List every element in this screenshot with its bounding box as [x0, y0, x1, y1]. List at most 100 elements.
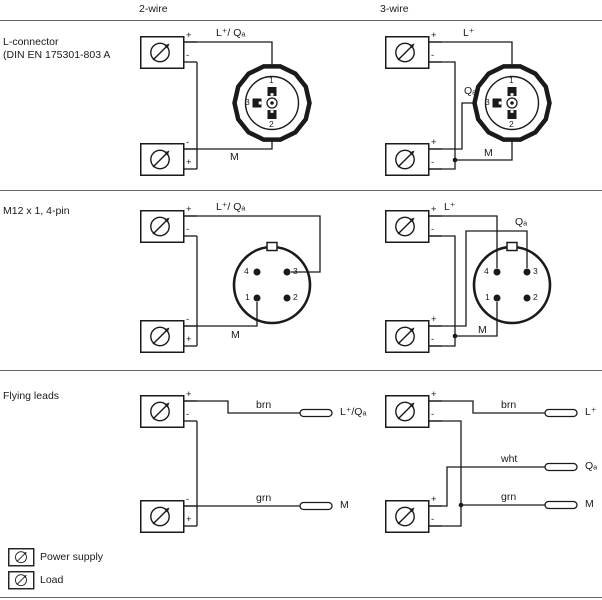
polarity-minus: - — [431, 409, 435, 420]
polarity-plus: + — [186, 389, 192, 400]
lead-terminal — [544, 408, 578, 418]
wire-qa — [429, 230, 528, 327]
din-pin-3-label: 3 — [485, 97, 490, 107]
polarity-minus: - — [431, 157, 435, 168]
junction-dot — [452, 157, 458, 163]
wire-brn — [184, 400, 300, 414]
wire-m — [455, 139, 513, 161]
junction-dot — [452, 333, 458, 339]
polarity-plus: + — [431, 204, 437, 215]
legend-power-supply-label: Power supply — [40, 551, 104, 563]
wire-label-l-plus: L⁺ — [444, 201, 456, 213]
legend-load-symbol — [8, 571, 35, 590]
polarity-minus: - — [431, 514, 435, 525]
din-pin-1-label: 1 — [269, 75, 274, 85]
wire-qa — [429, 102, 474, 150]
m12-pin-4-label: 4 — [484, 266, 489, 276]
din-pin-3-label: 3 — [245, 97, 250, 107]
wire-label-l-plus-qa: L⁺/ Qₐ — [216, 27, 246, 39]
wire-color-label-grn: grn — [501, 491, 517, 503]
polarity-plus: + — [186, 334, 192, 345]
lead-terminal — [544, 462, 578, 472]
din-pin-2-label: 2 — [269, 119, 274, 129]
lead-label-m: M — [585, 498, 594, 510]
section-dividers — [0, 20, 602, 598]
wire-label-l-plus: L⁺ — [463, 27, 475, 39]
polarity-minus: - — [186, 137, 190, 148]
din-pin-2-label: 2 — [509, 119, 514, 129]
polarity-plus: + — [186, 157, 192, 168]
wire-label-m: M — [484, 147, 493, 159]
m12-pin-2-label: 2 — [293, 292, 298, 302]
wire-color-label-brn: brn — [256, 399, 272, 411]
lead-terminal — [299, 501, 333, 511]
wire-m — [184, 302, 258, 327]
wire-color-label-grn: grn — [256, 492, 272, 504]
polarity-minus: - — [186, 409, 190, 420]
lead-label-qa: Qₐ — [585, 460, 598, 472]
wire-brn — [429, 400, 545, 414]
polarity-minus: - — [186, 50, 190, 61]
m12-connector — [232, 241, 312, 325]
wire-return — [429, 420, 462, 527]
wire-l-plus-qa — [184, 215, 321, 273]
m12-pin-1-label: 1 — [245, 292, 250, 302]
m12-connector — [472, 241, 552, 325]
wire-m — [455, 302, 498, 337]
header-3-wire: 3-wire — [380, 3, 409, 15]
lead-label-m: M — [340, 499, 349, 511]
diagram-m12-2-wire — [141, 211, 321, 353]
row-label-flying-leads: Flying leads — [3, 390, 60, 402]
wire-label-m: M — [231, 329, 240, 341]
polarity-minus: - — [186, 314, 190, 325]
wire-wht — [429, 466, 545, 507]
polarity-plus: + — [186, 30, 192, 41]
diagram-flying-leads-3-wire — [386, 396, 578, 533]
m12-pin-2-label: 2 — [533, 292, 538, 302]
wire-label-qa: Qₐ — [464, 85, 477, 97]
wire-label-m: M — [478, 324, 487, 336]
polarity-plus: + — [186, 514, 192, 525]
m12-pin-1-label: 1 — [485, 292, 490, 302]
m12-pin-3-label: 3 — [533, 266, 538, 276]
diagram-l-connector-3-wire — [386, 37, 550, 176]
polarity-plus: + — [431, 30, 437, 41]
wire-l-plus-qa — [184, 41, 273, 67]
polarity-plus: + — [186, 204, 192, 215]
header-2-wire: 2-wire — [139, 3, 168, 15]
polarity-plus: + — [431, 494, 437, 505]
wire-label-qa: Qₐ — [515, 216, 528, 228]
diagram-flying-leads-2-wire — [141, 396, 333, 533]
lead-terminal — [544, 500, 578, 510]
diagram-l-connector-2-wire — [141, 37, 310, 176]
m12-pin-3-label: 3 — [293, 266, 298, 276]
row-label-l-connector: L-connector — [3, 36, 59, 48]
wire-m — [184, 138, 273, 150]
diagram-m12-3-wire — [386, 211, 552, 353]
lead-label-l-plus: L⁺ — [585, 406, 597, 418]
wire-return — [429, 61, 456, 170]
legend-load-label: Load — [40, 574, 64, 586]
wire-l-plus — [429, 215, 498, 268]
polarity-minus: - — [186, 224, 190, 235]
polarity-minus: - — [431, 224, 435, 235]
polarity-minus: - — [186, 494, 190, 505]
polarity-minus: - — [431, 50, 435, 61]
m12-pin-4-label: 4 — [244, 266, 249, 276]
polarity-plus: + — [431, 314, 437, 325]
lead-terminal — [299, 408, 333, 418]
wire-l-plus — [429, 41, 513, 67]
row-label-l-connector-standard: (DIN EN 175301-803 A — [3, 49, 111, 61]
wire-color-label-wht: wht — [501, 453, 518, 465]
wire-label-m: M — [230, 151, 239, 163]
wire-color-label-brn: brn — [501, 399, 517, 411]
polarity-plus: + — [431, 389, 437, 400]
lead-label-l-plus-qa: L⁺/Qₐ — [340, 406, 367, 418]
polarity-minus: - — [431, 334, 435, 345]
wire-return — [429, 235, 456, 347]
wire-label-l-plus-qa: L⁺/ Qₐ — [216, 201, 246, 213]
row-label-m12: M12 x 1, 4-pin — [3, 205, 70, 217]
legend-power-supply-symbol — [8, 548, 35, 567]
